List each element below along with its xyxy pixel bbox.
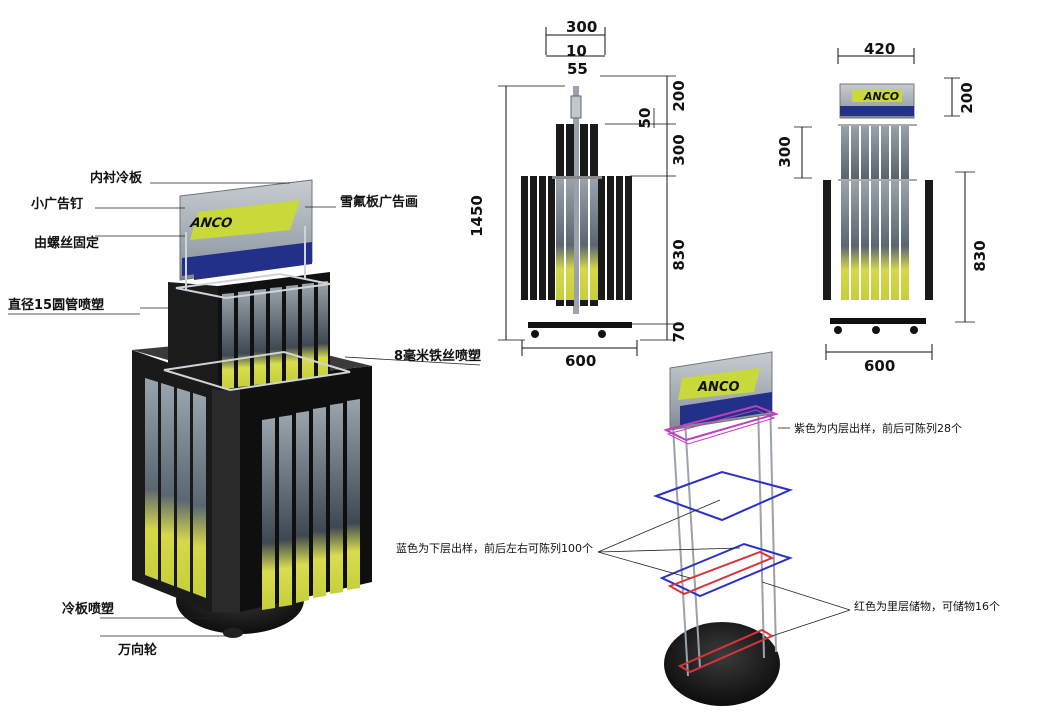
dim-side-830: 830	[670, 239, 688, 270]
front-lower-packs	[841, 180, 909, 300]
dim-front-830: 830	[971, 240, 989, 271]
dim-side-top-10: 10	[566, 42, 587, 60]
wireframe-rack: ANCO	[653, 351, 794, 706]
dim-front-600: 600	[864, 357, 895, 375]
callout-round-tube: 直径15圆管喷塑	[8, 297, 104, 313]
note-red: 红色为里层储物，可储物16个	[854, 599, 1000, 613]
left-callouts: 内衬冷板 小广告钉 由螺丝固定 直径15圆管喷塑 雪氟板广告画 8毫米铁丝喷塑 …	[8, 170, 481, 658]
callout-ad-board: 雪氟板广告画	[340, 194, 418, 210]
dim-side-600: 600	[565, 352, 596, 370]
perspective-rack: ANCO	[132, 179, 372, 638]
purple-frame	[663, 404, 780, 442]
dim-front-300: 300	[776, 136, 794, 167]
wire-logo-text: ANCO	[697, 380, 740, 395]
red-shelf-upper	[667, 550, 775, 596]
front-logo-text: ANCO	[863, 90, 899, 103]
callout-iron-wire: 8毫米铁丝喷塑	[394, 348, 481, 364]
dim-side-top-300: 300	[566, 18, 597, 36]
dim-front-200: 200	[958, 82, 976, 113]
callout-cold-plate-spray: 冷板喷塑	[62, 601, 114, 617]
wire-basket-mid	[163, 350, 351, 392]
blue-shelf-lower	[659, 542, 793, 598]
blue-shelf-upper	[653, 470, 794, 522]
logo-text: ANCO	[188, 216, 233, 231]
front-elevation: 420 ANCO	[776, 40, 989, 375]
upper-packs	[222, 281, 328, 389]
callout-inner-cold-plate: 内衬冷板	[90, 170, 143, 186]
dim-side-70: 70	[670, 322, 688, 343]
left-face-packs	[145, 378, 206, 598]
callout-screw-fixed: 由螺丝固定	[34, 235, 99, 251]
right-face-packs	[262, 399, 360, 610]
dim-front-420: 420	[864, 40, 895, 58]
wire-basket-top	[175, 272, 331, 300]
wire-notes: 紫色为内层出样，前后可陈列28个 蓝色为下层出样，前后左右可陈列100个 红色为…	[396, 421, 1000, 637]
header-logo-bg	[190, 200, 300, 240]
wire-base	[664, 622, 780, 706]
caster-wheel	[223, 628, 243, 638]
callout-small-ad-nail: 小广告钉	[31, 196, 83, 212]
side-elevation: 300 10 55 1450	[468, 18, 688, 370]
header-blue-strip	[182, 242, 312, 276]
corner-pillar	[212, 378, 240, 612]
dim-side-200: 200	[670, 80, 688, 111]
dim-side-top-55: 55	[567, 60, 588, 78]
note-blue: 蓝色为下层出样，前后左右可陈列100个	[396, 541, 593, 555]
note-purple: 紫色为内层出样，前后可陈列28个	[794, 421, 962, 435]
dim-side-300: 300	[670, 134, 688, 165]
callout-caster: 万向轮	[117, 642, 157, 658]
dim-side-1450: 1450	[468, 195, 486, 237]
dim-side-50: 50	[636, 108, 654, 129]
